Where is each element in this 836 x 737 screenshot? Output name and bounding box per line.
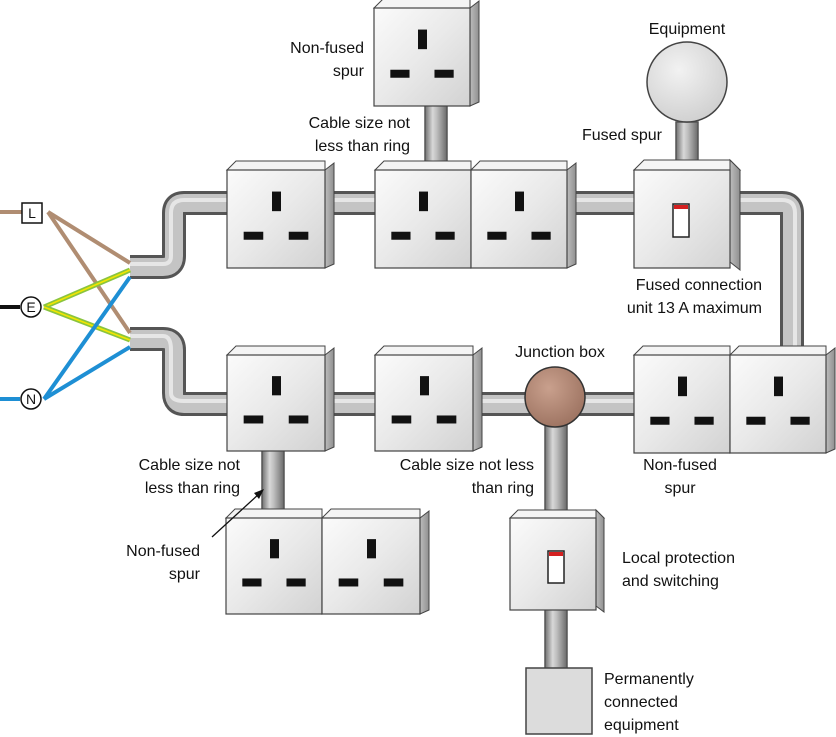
neutral-pin-slot-icon [288, 231, 309, 240]
neutral-pin-slot-icon [434, 69, 454, 78]
nonfused-bottom-label-1: Non-fused [126, 543, 200, 560]
nonfused-bottom-label-2: spur [169, 566, 201, 583]
equipment-label: Equipment [649, 21, 726, 38]
permanent-label-3: equipment [604, 717, 679, 734]
cable-left-label-1: Cable size not [139, 457, 241, 474]
live-pin-slot-icon [746, 416, 766, 425]
earth-pin-slot-icon [270, 539, 279, 559]
earth-terminal: E [20, 296, 42, 318]
socket-outlets [224, 0, 836, 615]
permanent-label-1: Permanently [604, 671, 694, 688]
earth-pin-slot-icon [678, 376, 687, 397]
earth-pin-slot-icon [367, 539, 376, 559]
nonfused-spur-socket-bottom-1 [224, 508, 332, 615]
permanent-label-2: connected [604, 694, 678, 711]
neutral-pin-slot-icon [435, 231, 455, 240]
live-pin-slot-icon [243, 415, 264, 424]
live-pin-slot-icon [487, 231, 507, 240]
cable-top-label-1: Cable size not [309, 115, 411, 132]
local-protection-unit [508, 508, 606, 613]
cable-mid-label-2: than ring [472, 480, 534, 497]
ring-socket-upper-3 [469, 160, 577, 269]
neutral-pin-slot-icon [288, 415, 309, 424]
nonfused-spur-socket-right-1 [632, 345, 740, 454]
fcu-label-1: Fused connection [636, 277, 762, 294]
nonfused-spur-socket-top [372, 0, 480, 107]
cable-top-label-2: less than ring [315, 138, 410, 155]
neutral-pin-slot-icon [436, 415, 457, 424]
earth-pin-slot-icon [272, 376, 281, 396]
nonfused-spur-socket-right-2 [728, 345, 836, 454]
local-protection-label-1: Local protection [622, 550, 735, 567]
earth-pin-slot-icon [418, 29, 427, 50]
neutral-pin-slot-icon [694, 416, 714, 425]
fcu-switch-icon [672, 203, 690, 238]
neutral-terminal-label: N [26, 391, 36, 407]
live-pin-slot-icon [338, 578, 359, 587]
cables [130, 104, 804, 670]
junction-box-label: Junction box [515, 344, 605, 361]
neutral-terminal: N [20, 388, 42, 410]
earth-pin-slot-icon [272, 191, 281, 212]
ring-socket-lower-1 [225, 345, 335, 452]
nonfused-top-label-1: Non-fused [290, 40, 364, 57]
local-switch-icon [547, 550, 565, 584]
live-pin-slot-icon [650, 416, 670, 425]
permanent-equipment-box [525, 667, 593, 735]
earth-terminal-label: E [26, 299, 35, 315]
ring-socket-upper-2 [373, 160, 481, 269]
cable-mid-label-1: Cable size not less [400, 457, 534, 474]
live-terminal: L [21, 202, 43, 224]
spur-arrow [211, 489, 264, 538]
live-terminal-label: L [28, 205, 36, 221]
neutral-pin-slot-icon [790, 416, 810, 425]
live-pin-slot-icon [390, 69, 410, 78]
local-protection-label-2: and switching [622, 573, 719, 590]
fcu-label-2: unit 13 A maximum [627, 300, 762, 317]
neutral-pin-slot-icon [286, 578, 306, 587]
ring-socket-upper-1 [225, 160, 335, 269]
fused-connection-unit [632, 158, 742, 272]
cable-left-label-2: less than ring [145, 480, 240, 497]
neutral-pin-slot-icon [531, 231, 551, 240]
nonfused-spur-socket-bottom-2 [320, 508, 430, 615]
earth-pin-slot-icon [420, 376, 429, 396]
nonfused-right-label-2: spur [664, 480, 696, 497]
neutral-pin-slot-icon [383, 578, 404, 587]
earth-pin-slot-icon [419, 191, 428, 212]
supply-wires [0, 210, 132, 401]
ring-socket-lower-2 [373, 345, 483, 452]
live-pin-slot-icon [243, 231, 264, 240]
labels: Non-fused spur Equipment Cable size not … [126, 21, 762, 734]
equipment-icon [646, 41, 728, 123]
live-pin-slot-icon [391, 415, 412, 424]
earth-pin-slot-icon [515, 191, 524, 212]
earth-pin-slot-icon [774, 376, 783, 397]
nonfused-right-label-1: Non-fused [643, 457, 717, 474]
fused-spur-label: Fused spur [582, 127, 663, 144]
live-pin-slot-icon [391, 231, 411, 240]
live-pin-slot-icon [242, 578, 262, 587]
nonfused-top-label-2: spur [333, 63, 365, 80]
junction-box-icon [524, 366, 586, 428]
